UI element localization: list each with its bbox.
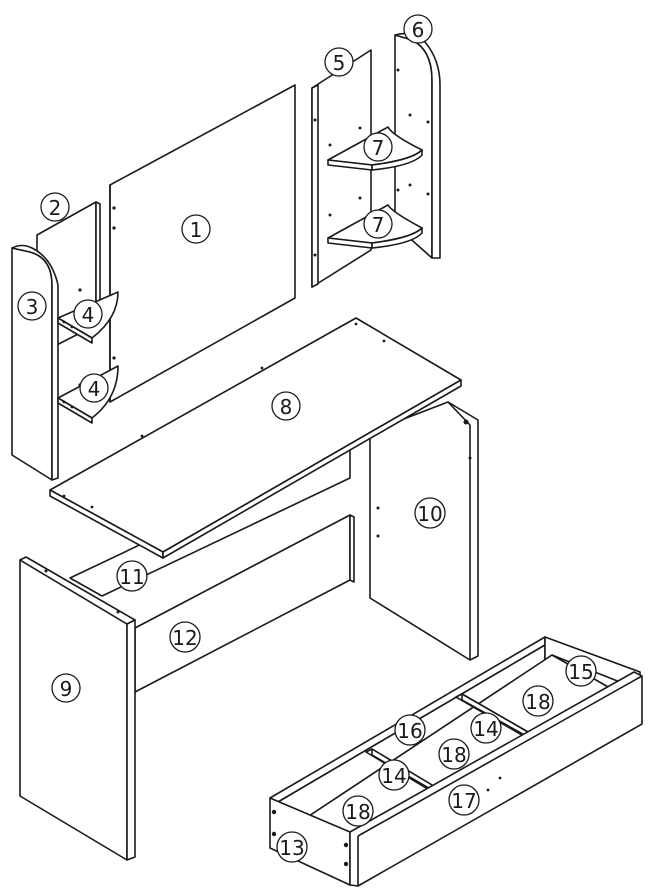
part-label-text: 13: [279, 836, 304, 860]
part-label-drawer-bottom-18a: 18: [342, 795, 374, 827]
part-label-text: 15: [568, 660, 593, 684]
part-label-divider-14a: 14: [378, 759, 410, 791]
part-label-circle: [522, 685, 554, 717]
side-10: [369, 401, 479, 661]
part-label-circle: [378, 759, 410, 791]
part-label-drawer-bottom-18b: 18: [438, 738, 470, 770]
part-label-circle: [363, 132, 393, 162]
part-label-text: 4: [88, 377, 101, 401]
part-label-circle: [271, 391, 301, 421]
part-label-drawer-back-16: 16: [394, 714, 426, 746]
part-label-text: 1: [190, 218, 203, 242]
part-label-circle: [363, 209, 393, 239]
part-label-drawer-side-13: 13: [276, 831, 308, 863]
part-label-divider-14b: 14: [470, 712, 502, 744]
part-label-text: 10: [417, 502, 442, 526]
part-label-text: 12: [172, 626, 197, 650]
part-label-circle: [403, 14, 433, 44]
part-label-shelf-7a: 7: [363, 132, 393, 162]
part-label-text: 5: [333, 51, 346, 75]
part-label-circle: [448, 784, 480, 816]
part-label-circle: [394, 714, 426, 746]
part-label-text: 18: [441, 743, 466, 767]
drawer-front-17: [349, 671, 643, 887]
part-label-drawer-front-17: 17: [448, 784, 480, 816]
part-label-text: 7: [372, 213, 385, 237]
part-label-circle: [438, 738, 470, 770]
part-label-text: 18: [345, 800, 370, 824]
part-label-circle: [324, 47, 354, 77]
part-label-circle: [40, 192, 70, 222]
part-label-text: 4: [82, 303, 95, 327]
part-label-text: 3: [26, 295, 39, 319]
part-label-circle: [17, 291, 47, 321]
panel-1: [109, 84, 296, 403]
part-label-text: 14: [381, 764, 406, 788]
part-label-drawer-bottom-18c: 18: [522, 685, 554, 717]
part-label-shelf-4b: 4: [79, 373, 109, 403]
part-label-text: 2: [49, 196, 62, 220]
part-label-circle: [79, 373, 109, 403]
part-label-desktop-8: 8: [271, 391, 301, 421]
part-label-side-10: 10: [414, 497, 446, 529]
desktop-8: [49, 317, 462, 559]
part-label-panel-1: 1: [181, 214, 211, 244]
part-label-text: 8: [280, 395, 293, 419]
part-label-back-12: 12: [169, 621, 201, 653]
part-label-text: 18: [525, 690, 550, 714]
part-label-panel-3: 3: [17, 291, 47, 321]
part-label-text: 11: [119, 565, 144, 589]
part-label-circle: [470, 712, 502, 744]
part-label-panel-2: 2: [40, 192, 70, 222]
part-label-text: 17: [451, 789, 476, 813]
part-label-shelf-4a: 4: [73, 299, 103, 329]
part-label-text: 6: [412, 18, 425, 42]
part-label-side-9: 9: [51, 673, 81, 703]
part-label-rail-11: 11: [116, 560, 148, 592]
part-label-text: 7: [372, 136, 385, 160]
part-label-drawer-side-15: 15: [565, 655, 597, 687]
part-label-circle: [181, 214, 211, 244]
part-label-text: 16: [397, 719, 422, 743]
part-label-circle: [565, 655, 597, 687]
part-label-circle: [169, 621, 201, 653]
part-label-text: 14: [473, 717, 498, 741]
part-label-shelf-7b: 7: [363, 209, 393, 239]
part-label-panel-6: 6: [403, 14, 433, 44]
part-label-circle: [276, 831, 308, 863]
part-label-circle: [414, 497, 446, 529]
side-9: [19, 556, 136, 861]
part-label-circle: [342, 795, 374, 827]
part-label-panel-5: 5: [324, 47, 354, 77]
part-label-text: 9: [60, 677, 73, 701]
part-label-circle: [116, 560, 148, 592]
part-label-circle: [73, 299, 103, 329]
part-label-circle: [51, 673, 81, 703]
